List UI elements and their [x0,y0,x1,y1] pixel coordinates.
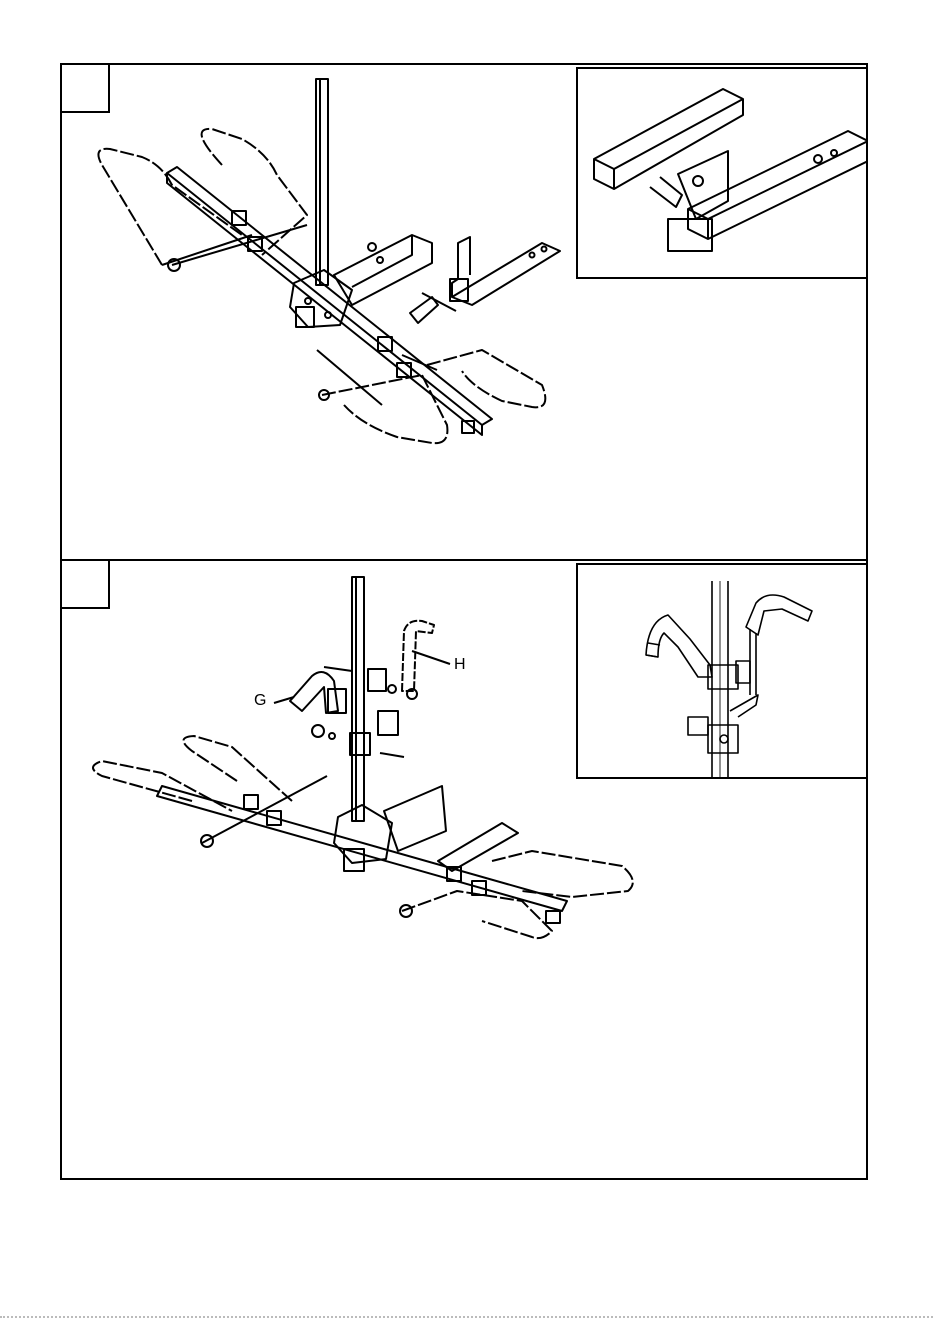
wheel-tray-left-b [183,736,292,801]
assembly-step-1-panel [60,63,868,561]
wheel-tray-left-1 [98,149,242,265]
mast-tube-2 [352,577,364,821]
wheel-tray-right-1 [322,375,447,443]
callout-line-h [412,651,450,664]
detail-arm-left [646,615,712,677]
hitch-receiver-2 [438,823,518,871]
callout-h: H [454,656,466,674]
arm-clamp-detail-drawing [578,565,868,779]
detail-inset-1 [576,67,868,279]
detail-clip [650,177,682,207]
assembly-step-2-panel: G H [60,559,868,1180]
detail-inset-2 [576,563,868,779]
hitch-connection-detail-drawing [578,69,868,279]
clip-pin [410,297,438,323]
detail-arm-right [746,595,812,635]
page-bottom-rule [0,1316,933,1322]
callout-g: G [254,692,266,710]
wheel-tray-right-a [402,891,552,938]
wheel-tray-right-2 [427,350,545,407]
knob-4 [397,363,411,377]
mast-tube [316,79,328,285]
wheel-tray-right-b [492,851,633,897]
arm-g [290,672,338,713]
main-bar [167,167,492,425]
